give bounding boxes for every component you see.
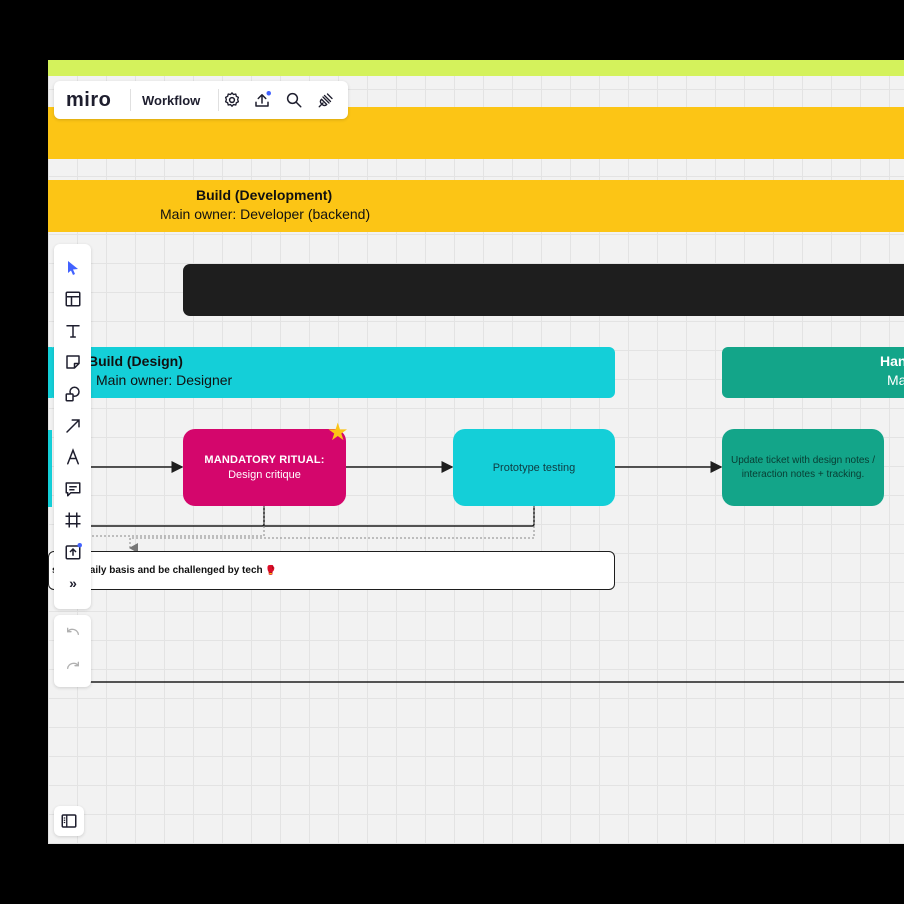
build-design-title: Build (Design) bbox=[88, 353, 183, 369]
connector-loop-dotted bbox=[88, 506, 535, 548]
shapes-icon[interactable] bbox=[61, 382, 85, 406]
lane-accent-2 bbox=[48, 430, 52, 507]
sticky-note-icon[interactable] bbox=[61, 350, 85, 374]
handoff-lane-title: Han bbox=[880, 353, 904, 369]
ritual-subtitle: Design critique bbox=[228, 469, 301, 481]
connector-lines bbox=[88, 461, 904, 683]
upload-icon[interactable] bbox=[252, 90, 272, 110]
undo-redo-panel bbox=[54, 615, 91, 687]
undo-icon[interactable] bbox=[61, 623, 85, 647]
mandatory-ritual-node[interactable]: MANDATORY RITUAL: Design critique bbox=[183, 429, 346, 506]
pen-icon[interactable] bbox=[61, 445, 85, 469]
miro-logo[interactable]: miro bbox=[66, 89, 112, 111]
vertical-toolbar: » bbox=[54, 244, 91, 609]
toolbar-divider bbox=[218, 89, 219, 111]
prototype-testing-node[interactable]: Prototype testing bbox=[453, 429, 615, 506]
black-lane-bar[interactable] bbox=[183, 264, 904, 316]
toolbar-divider bbox=[130, 89, 131, 111]
build-development-title: Build (Development) bbox=[196, 187, 333, 203]
star-icon[interactable]: ★ bbox=[327, 419, 349, 446]
connector-loop-solid bbox=[88, 506, 535, 527]
handoff-lane-subtitle: Ma bbox=[887, 372, 904, 388]
templates-icon[interactable] bbox=[61, 287, 85, 311]
panel-toggle-icon[interactable] bbox=[54, 806, 84, 836]
handoff-lane[interactable] bbox=[722, 347, 904, 398]
upload-icon[interactable] bbox=[61, 540, 85, 564]
miro-board-canvas[interactable]: Build (Development) Main owner: Develope… bbox=[48, 60, 904, 844]
boxing-glove-emoji: 🥊 bbox=[265, 565, 277, 575]
build-development-band[interactable] bbox=[48, 180, 904, 232]
build-development-subtitle: Main owner: Developer (backend) bbox=[160, 206, 371, 222]
redo-icon[interactable] bbox=[61, 657, 85, 681]
build-design-subtitle: Main owner: Designer bbox=[96, 372, 233, 388]
note-text-label: s on a daily basis and be challenged by … bbox=[52, 565, 263, 576]
select-cursor-icon[interactable] bbox=[61, 256, 85, 280]
text-icon[interactable] bbox=[61, 319, 85, 343]
board-name[interactable]: Workflow bbox=[142, 93, 201, 108]
top-accent-bar bbox=[48, 60, 904, 76]
search-icon[interactable] bbox=[284, 90, 304, 110]
update-ticket-node[interactable]: Update ticket with design notes / intera… bbox=[722, 429, 884, 506]
arrow-line-icon[interactable] bbox=[61, 414, 85, 438]
plug-icon[interactable] bbox=[316, 90, 336, 110]
ritual-title: MANDATORY RITUAL: bbox=[204, 454, 325, 466]
note-bar[interactable] bbox=[48, 551, 615, 590]
lane-accent-1 bbox=[48, 347, 52, 398]
comment-icon[interactable] bbox=[61, 477, 85, 501]
settings-icon[interactable] bbox=[222, 90, 242, 110]
update-ticket-label: Update ticket with design notes / intera… bbox=[731, 454, 875, 480]
frame-icon[interactable] bbox=[61, 508, 85, 532]
note-text: s on a daily basis and be challenged by … bbox=[52, 565, 277, 576]
top-toolbar: miro Workflow bbox=[54, 81, 348, 119]
build-design-lane[interactable] bbox=[48, 347, 615, 398]
prototype-label: Prototype testing bbox=[492, 461, 576, 474]
more-tools-icon[interactable]: » bbox=[69, 575, 77, 591]
